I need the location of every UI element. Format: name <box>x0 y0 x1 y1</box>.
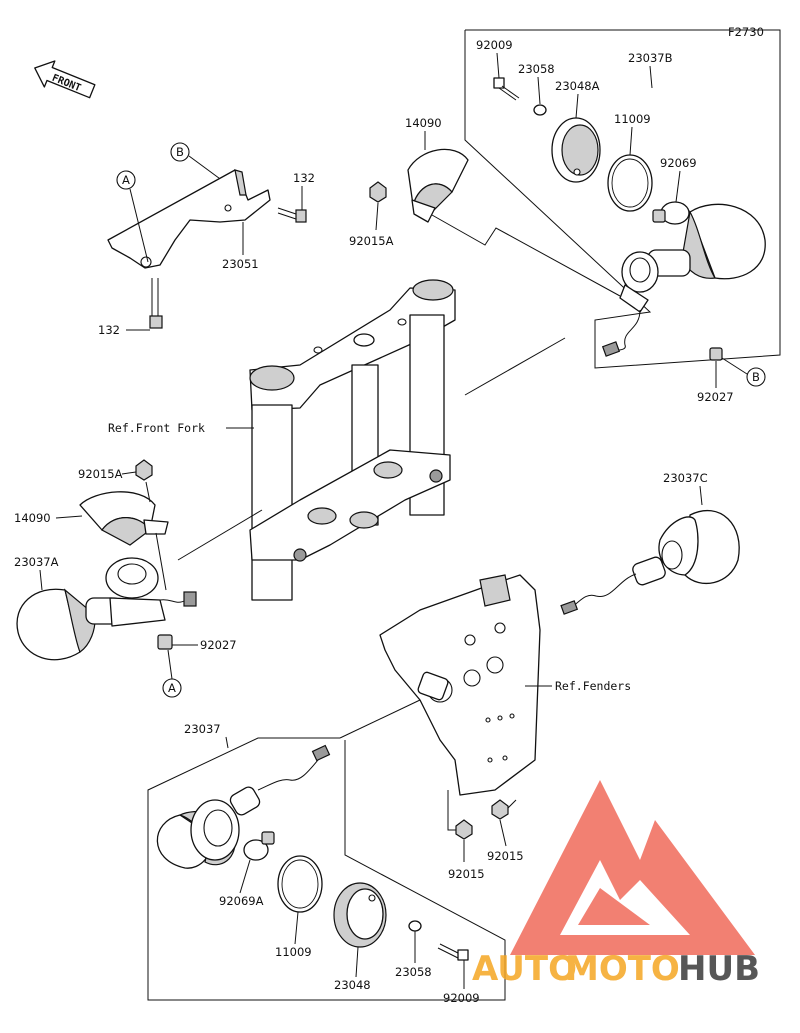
label-23037a: 23037A <box>14 555 59 569</box>
bracket-cover-14090-left <box>79 491 169 546</box>
watermark-hub: HUB <box>678 949 760 989</box>
nut-92015a-left <box>135 459 153 481</box>
bracket-cover-14090-top <box>407 148 469 223</box>
turn-signal-23037c <box>560 509 740 615</box>
lens-23048 <box>333 882 387 948</box>
diagram-code: F2730 <box>728 25 764 39</box>
bulb-92069a <box>243 831 275 861</box>
lens-23048a <box>551 117 601 183</box>
turn-signal-23037a <box>16 557 197 661</box>
leader-nut-92015a-left <box>145 481 151 503</box>
label-132-bottom: 132 <box>98 323 120 337</box>
leader-cover-to-lamp-left <box>155 532 167 591</box>
label-23058-bottom: 23058 <box>395 965 432 979</box>
label-92069: 92069 <box>660 156 697 170</box>
o-ring-11009-bottom-inner <box>281 859 319 909</box>
label-92015a-top: 92015A <box>349 234 394 248</box>
group-frame-23037b <box>464 29 781 369</box>
label-11009-bottom: 11009 <box>275 945 312 959</box>
watermark-logo: AUTO MOTO HUB <box>472 780 760 989</box>
leader-callout-a-bottom <box>167 649 173 680</box>
label-23037b: 23037B <box>628 51 673 65</box>
callout-b-bottom-label: B <box>752 370 760 384</box>
label-14090-left: 14090 <box>14 511 51 525</box>
ref-front-fork: Ref.Front Fork <box>108 421 205 435</box>
screw-92009-top <box>493 77 520 101</box>
callout-b-top <box>170 142 190 162</box>
bolt-132-top <box>277 207 307 223</box>
watermark-moto: MOTO <box>565 949 680 989</box>
group-frame-23037 <box>147 737 506 1001</box>
turn-signal-23037b <box>601 203 766 357</box>
label-23051: 23051 <box>222 257 259 271</box>
leader-top-bracket <box>431 214 621 297</box>
label-23058-top: 23058 <box>518 62 555 76</box>
bulb-92069 <box>652 201 690 225</box>
label-23048a: 23048A <box>555 79 600 93</box>
holder-bracket-23051 <box>107 169 271 269</box>
nut-92015a-top <box>369 181 387 203</box>
callout-b-bottom <box>746 367 766 387</box>
leader-fender-nut-left <box>447 790 456 831</box>
leader-fork-to-right <box>464 337 566 396</box>
screw-92009-bottom <box>437 943 469 961</box>
leader-callout-a-top <box>129 188 149 263</box>
o-ring-11009-top-inner <box>611 158 649 208</box>
fender-bracket <box>379 574 541 796</box>
nut-92015-right <box>491 799 509 820</box>
label-92027-right: 92027 <box>697 390 734 404</box>
leader-fender-nut-right <box>507 799 517 809</box>
washer-23058-bottom <box>408 920 422 932</box>
label-leaders <box>39 52 717 989</box>
leader-frame-to-fender <box>339 699 421 739</box>
nut-92015-left <box>455 819 473 840</box>
label-92015-right: 92015 <box>487 849 524 863</box>
watermark-auto: AUTO <box>472 949 577 989</box>
bolt-132-bottom <box>149 278 163 329</box>
label-92015-left: 92015 <box>448 867 485 881</box>
label-92015a-left: 92015A <box>78 467 123 481</box>
label-11009-top: 11009 <box>614 112 651 126</box>
ref-fenders: Ref.Fenders <box>555 679 631 693</box>
washer-23058-top <box>533 104 547 116</box>
callout-a-top <box>116 170 136 190</box>
label-23037: 23037 <box>184 722 221 736</box>
front-fork-assembly <box>249 279 456 601</box>
o-ring-11009-top <box>607 154 653 212</box>
front-arrow-icon: FRONT <box>34 60 96 99</box>
callout-a-bottom-label: A <box>168 681 176 695</box>
label-23048: 23048 <box>334 978 371 992</box>
leader-fork-to-left <box>177 509 263 561</box>
label-92009-bottom: 92009 <box>443 991 480 1005</box>
label-132-top: 132 <box>293 171 315 185</box>
label-14090-top: 14090 <box>405 116 442 130</box>
label-92027-left: 92027 <box>200 638 237 652</box>
o-ring-11009-bottom <box>277 855 323 913</box>
collar-92027-right <box>709 347 723 361</box>
label-23037c: 23037C <box>663 471 708 485</box>
turn-signal-23037 <box>156 744 331 869</box>
collar-92027-left <box>157 634 173 650</box>
callout-b-top-label: B <box>176 145 184 159</box>
watermark-triangle-icon <box>510 780 755 955</box>
callout-a-top-label: A <box>122 173 130 187</box>
leader-callout-b-bottom <box>721 357 748 375</box>
label-92009-top: 92009 <box>476 38 513 52</box>
leader-92015-right <box>499 819 507 847</box>
label-92069a: 92069A <box>219 894 264 908</box>
